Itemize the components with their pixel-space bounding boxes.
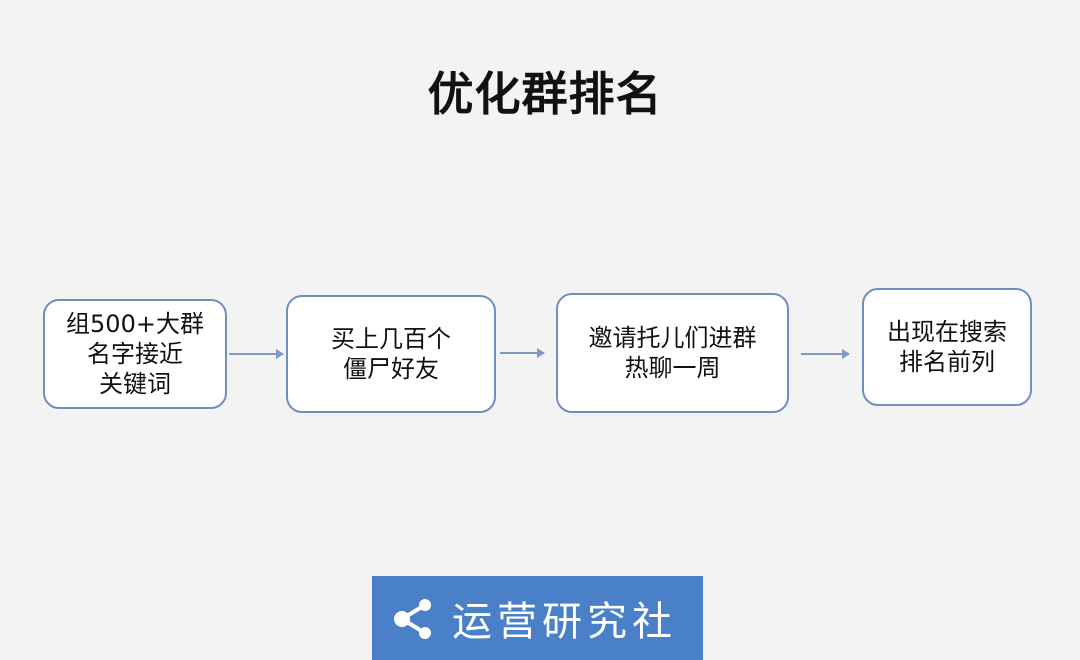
step-box-2: 买上几百个 僵尸好友 <box>286 295 496 413</box>
step-box-4: 出现在搜索 排名前列 <box>862 288 1032 406</box>
step-1-line-3: 关键词 <box>98 370 171 398</box>
flow-arrow-2 <box>500 348 545 358</box>
step-text-2: 买上几百个 僵尸好友 <box>331 324 451 384</box>
step-4-line-2: 排名前列 <box>899 348 995 376</box>
step-1-line-2: 名字接近 <box>86 340 183 368</box>
step-box-1: 组500+大群 名字接近 关键词 <box>43 299 227 409</box>
step-3-line-1: 邀请托儿们进群 <box>588 324 757 352</box>
step-2-line-2: 僵尸好友 <box>343 355 439 383</box>
step-text-4: 出现在搜索 排名前列 <box>887 317 1007 377</box>
logo-text: 运营研究社 <box>452 599 677 645</box>
step-box-3: 邀请托儿们进群 热聊一周 <box>556 293 789 413</box>
diagram-title: 优化群排名 <box>427 67 663 121</box>
step-2-line-1: 买上几百个 <box>331 325 451 353</box>
step-3-line-2: 热聊一周 <box>624 354 721 382</box>
flow-arrow-3 <box>801 349 850 359</box>
flow-arrow-1 <box>229 349 284 359</box>
share-icon <box>394 599 431 639</box>
brand-logo: 运营研究社 <box>372 576 703 660</box>
step-text-1: 组500+大群 名字接近 关键词 <box>66 309 204 399</box>
step-text-3: 邀请托儿们进群 热聊一周 <box>589 323 757 383</box>
step-4-line-1: 出现在搜索 <box>887 318 1007 346</box>
step-1-line-1: 组500+大群 <box>66 310 204 338</box>
